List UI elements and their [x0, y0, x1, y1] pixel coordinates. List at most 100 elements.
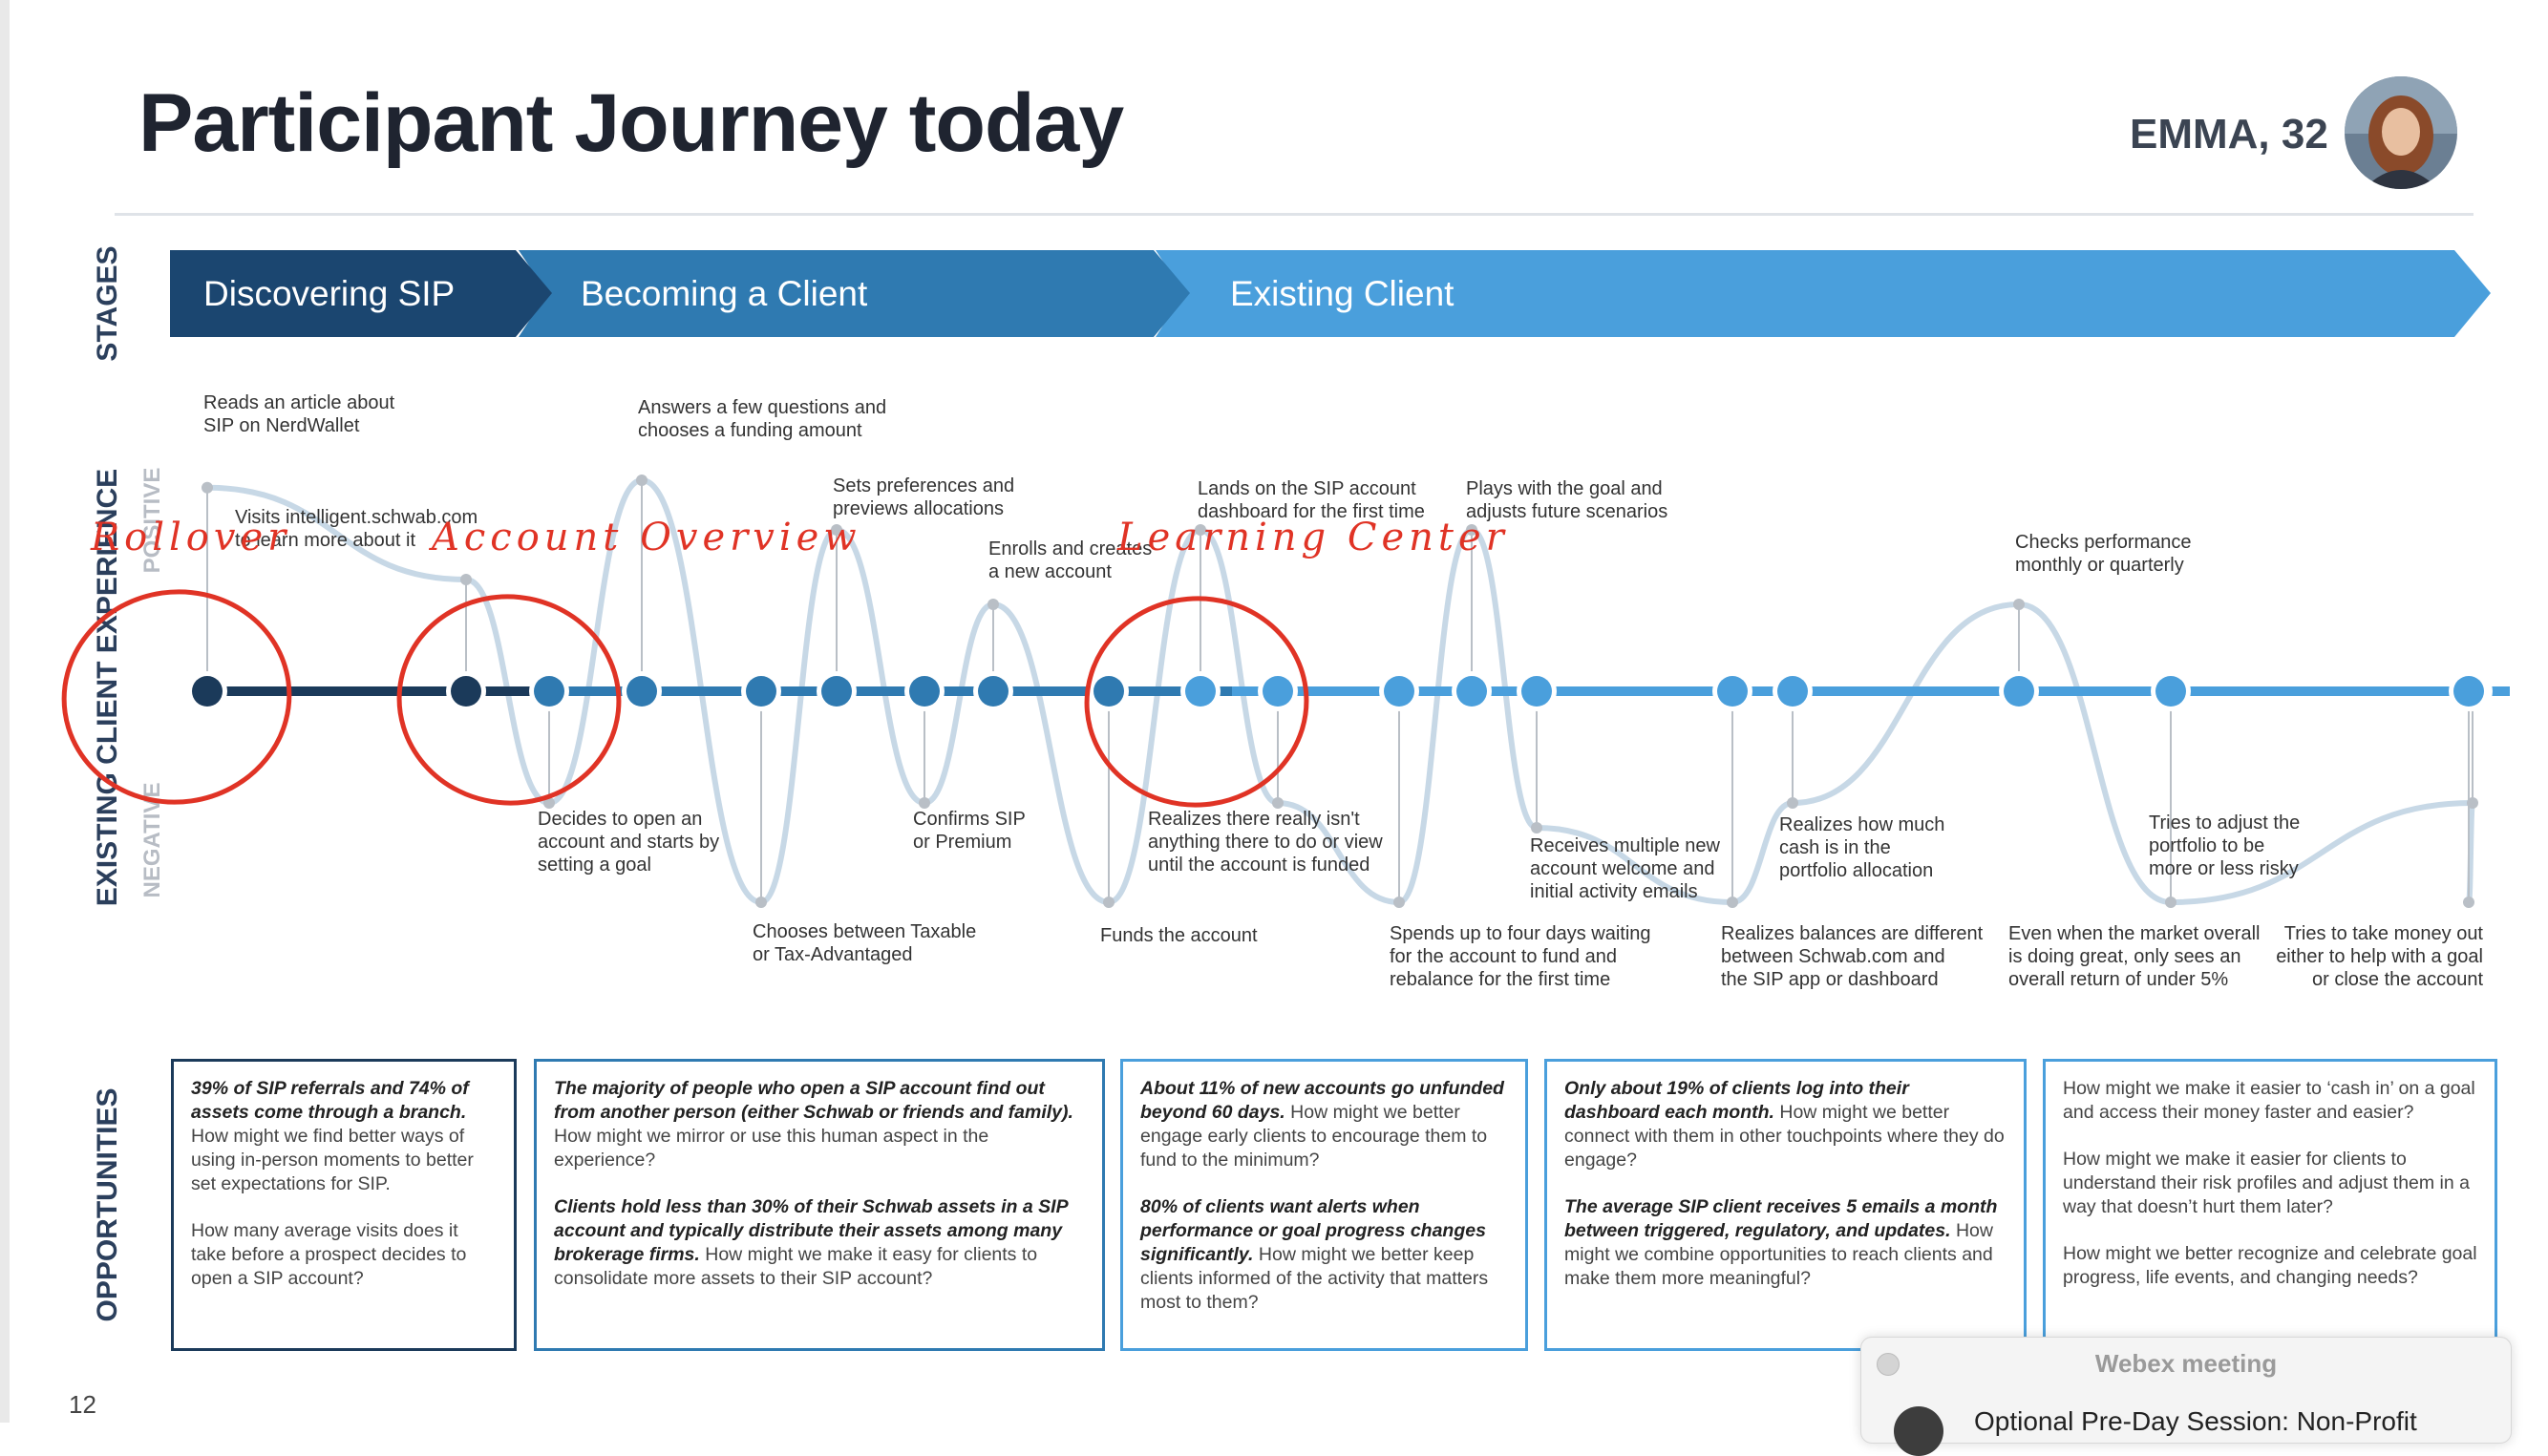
journey-note-17: Checks performance monthly or quarterly: [2015, 532, 2192, 576]
journey-stem-end: [543, 797, 555, 809]
journey-note-20: Tries to take money out either to help w…: [2276, 923, 2483, 990]
journey-note-5: Chooses between Taxable or Tax-Advantage…: [753, 921, 977, 965]
journey-stem-end: [2013, 599, 2025, 610]
page-number: 12: [69, 1390, 96, 1419]
journey-point: [978, 676, 1009, 707]
opportunities-side-label: OPPORTUNITIES: [92, 1087, 123, 1322]
annotation-circle-learning-center: [1084, 596, 1309, 808]
journey-point: [451, 676, 481, 707]
journey-stem-end: [636, 475, 648, 486]
annotation-circles: [61, 589, 1309, 808]
journey-stem-end: [987, 599, 999, 610]
stage-arrow-existing-client: [1156, 250, 2491, 337]
stage-label-discovering-sip: Discovering SIP: [203, 274, 456, 313]
journey-note-13: Plays with the goal and adjusts future s…: [1466, 478, 1668, 522]
opportunity-box-3: About 11% of new accounts go unfunded be…: [1120, 1059, 1528, 1351]
journey-stem-end: [460, 574, 472, 585]
journey-point: [626, 676, 657, 707]
journey-stem-end: [919, 797, 930, 809]
opportunity-5-text-3: How might we better recognize and celebr…: [2063, 1243, 2477, 1288]
journey-point: [821, 676, 852, 707]
journey-stem-end: [1103, 897, 1115, 908]
opportunity-5-text-1: How might we make it easier to ‘cash in’…: [2063, 1078, 2475, 1123]
journey-note-15: Realizes balances are different between …: [1721, 923, 1984, 990]
journey-stem-end: [2463, 897, 2474, 908]
journey-stem-end: [202, 481, 213, 494]
opportunity-2-highlight: The majority of people who open a SIP ac…: [554, 1078, 1073, 1123]
journey-note-7: Confirms SIP or Premium: [913, 809, 1026, 853]
journey-stem-end: [1393, 897, 1405, 908]
journey-point: [909, 676, 940, 707]
journey-note-2: Visits intelligent.schwab.com to learn m…: [235, 507, 478, 551]
journey-point: [534, 676, 564, 707]
journey-point: [1717, 676, 1748, 707]
webex-meeting-name: Optional Pre-Day Session: Non-Profit: [1974, 1406, 2417, 1436]
opportunity-3-text: How might we better engage early clients…: [1140, 1102, 1488, 1171]
journey-note-9: Funds the account: [1100, 925, 1258, 946]
journey-point: [1456, 676, 1487, 707]
opportunity-box-1: 39% of SIP referrals and 74% of assets c…: [171, 1059, 517, 1351]
journey-point: [746, 676, 776, 707]
opportunity-2-text: How might we mirror or use this human as…: [554, 1126, 989, 1171]
annotation-circle-account-overview: [396, 594, 622, 806]
journey-note-3: Decides to open an account and starts by…: [538, 809, 720, 876]
stage-arrow-discovering-sip: [170, 250, 552, 337]
opportunity-2-highlight-2: Clients hold less than 30% of their Schw…: [554, 1196, 1068, 1265]
journey-stem-end: [831, 524, 842, 536]
journey-point: [1521, 676, 1552, 707]
opportunity-3-highlight: About 11% of new accounts go unfunded be…: [1140, 1078, 1504, 1123]
journey-note-19: Tries to adjust the portfolio to be more…: [2149, 812, 2301, 879]
opportunity-3-text-2: How might we better keep clients informe…: [1140, 1244, 1489, 1313]
opportunity-box-2: The majority of people who open a SIP ac…: [534, 1059, 1105, 1351]
annotation-circle-rollover: [61, 589, 292, 805]
journey-chart: [192, 475, 2510, 908]
journey-note-8: Enrolls and creates a new account: [988, 538, 1153, 582]
journey-note-12: Spends up to four days waiting for the a…: [1390, 923, 1651, 990]
journey-stem-end: [755, 897, 767, 908]
journey-note-4: Answers a few questions and chooses a fu…: [638, 397, 887, 441]
stage-arrow-becoming-client: [519, 250, 1190, 337]
webex-title: Webex meeting: [2094, 1349, 2278, 1378]
journey-note-11: Realizes there really isn't anything the…: [1148, 809, 1383, 876]
stage-arrows: [170, 250, 2491, 337]
opportunity-5-text-2: How might we make it easier for clients …: [2063, 1149, 2470, 1217]
annotation-learning-center: Learning Center: [1117, 516, 1509, 559]
journey-note-6: Sets preferences and previews allocation…: [833, 475, 1015, 519]
annotation-rollover: Rollover: [91, 516, 291, 559]
journey-point: [2004, 676, 2034, 707]
window-close-dot[interactable]: [1877, 1353, 1900, 1376]
journey-point: [192, 676, 223, 707]
journey-note-14: Receives multiple new account welcome an…: [1530, 835, 1720, 902]
opportunity-3-highlight-2: 80% of clients want alerts when performa…: [1140, 1196, 1486, 1265]
header-rule: [115, 213, 2474, 216]
journey-stem-end: [1727, 897, 1738, 908]
opportunity-1-highlight: 39% of SIP referrals and 74% of assets c…: [191, 1078, 469, 1123]
journey-point: [2155, 676, 2186, 707]
opportunity-box-4: Only about 19% of clients log into their…: [1544, 1059, 2027, 1351]
opportunity-2-text-2: How might we make it easy for clients to…: [554, 1244, 1038, 1289]
journey-stem-end: [1466, 524, 1477, 536]
opportunity-4-highlight: Only about 19% of clients log into their…: [1564, 1078, 1909, 1123]
journey-point: [1777, 676, 1808, 707]
opportunity-box-5: How might we make it easier to ‘cash in’…: [2043, 1059, 2497, 1351]
page-title: Participant Journey today: [138, 77, 1124, 169]
journey-point: [1384, 676, 1414, 707]
journey-note-1: Reads an article about SIP on NerdWallet: [203, 392, 395, 436]
journey-stem-end: [1787, 797, 1798, 809]
journey-point: [2453, 676, 2484, 707]
persona-label: EMMA, 32: [2130, 111, 2328, 158]
opportunity-4-highlight-2: The average SIP client receives 5 emails…: [1564, 1196, 1998, 1241]
opportunity-1-extra: How many average visits does it take bef…: [191, 1220, 467, 1289]
opportunity-1-text: How might we find better ways of using i…: [191, 1126, 474, 1194]
opportunity-4-text: How might we better connect with them in…: [1564, 1102, 2005, 1171]
annotation-account-overview: Account Overview: [432, 516, 861, 559]
meeting-host-avatar: [1894, 1406, 1943, 1456]
journey-stem-end: [1531, 822, 1542, 834]
stage-label-becoming-client: Becoming a Client: [581, 274, 868, 313]
journey-point: [1094, 676, 1124, 707]
persona-avatar: [2345, 76, 2457, 189]
stage-label-existing-client: Existing Client: [1230, 274, 1454, 313]
webex-meeting-panel[interactable]: Webex meeting Optional Pre-Day Session: …: [1860, 1337, 2512, 1456]
journey-stem-end: [1195, 524, 1206, 536]
journey-point: [1263, 676, 1293, 707]
